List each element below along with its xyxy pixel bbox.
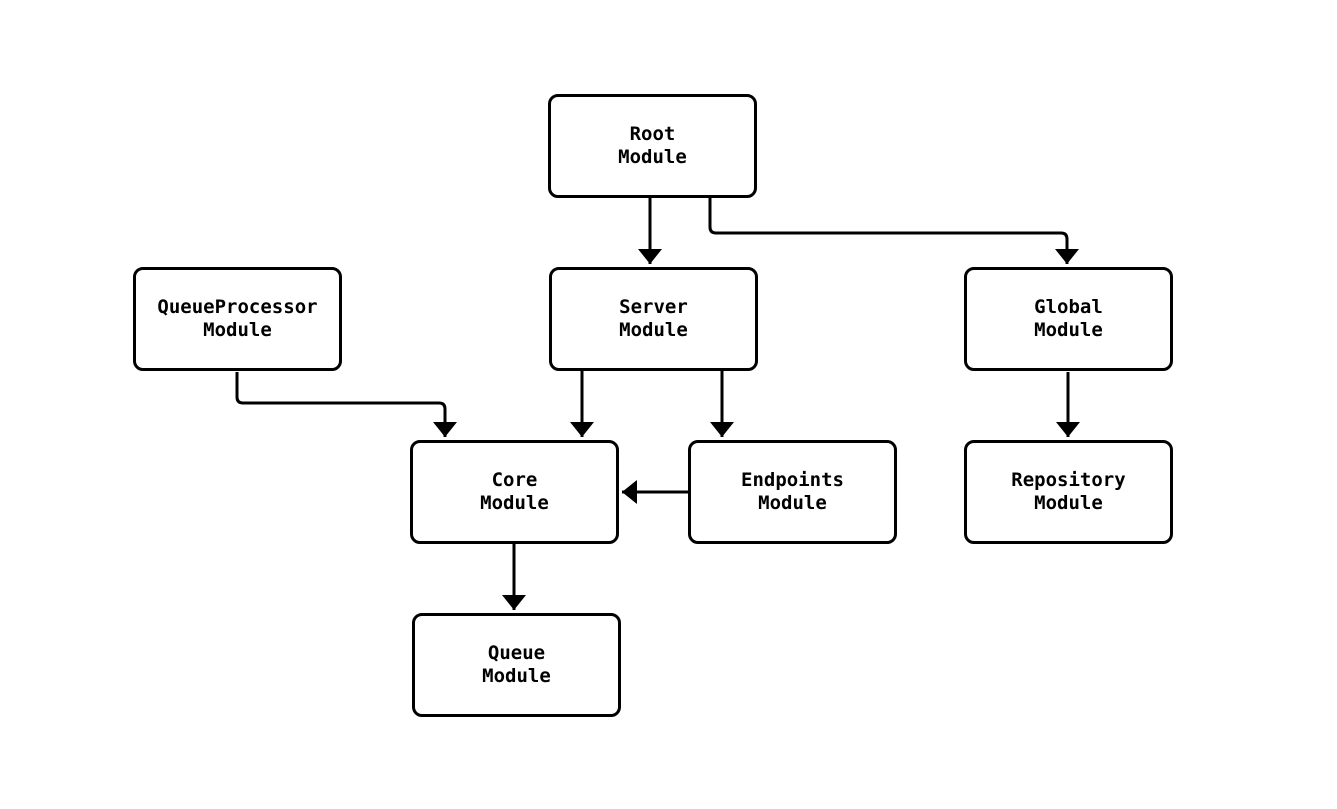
node-server-module: Server Module bbox=[549, 267, 758, 371]
node-label-line: Root bbox=[629, 123, 676, 145]
node-label-line: Module bbox=[1034, 319, 1103, 341]
node-label-line: Server bbox=[619, 296, 688, 318]
node-label-line: Module bbox=[1034, 492, 1103, 514]
node-label-line: Module bbox=[618, 146, 687, 168]
node-label-line: Core bbox=[491, 469, 538, 491]
node-core-module: Core Module bbox=[410, 440, 619, 544]
edge-queueprocessor-core bbox=[235, 372, 457, 437]
node-label-line: Module bbox=[619, 319, 688, 341]
node-label-line: Module bbox=[480, 492, 549, 514]
node-queueprocessor-module: QueueProcessor Module bbox=[133, 267, 342, 371]
node-label-line: Repository bbox=[1011, 469, 1126, 491]
node-label-line: Module bbox=[482, 665, 551, 687]
node-label-line: Module bbox=[203, 319, 272, 341]
node-label-line: QueueProcessor bbox=[157, 296, 318, 318]
node-repository-module: Repository Module bbox=[964, 440, 1173, 544]
node-label-line: Endpoints bbox=[741, 469, 844, 491]
node-endpoints-module: Endpoints Module bbox=[688, 440, 897, 544]
node-root-module: Root Module bbox=[548, 94, 757, 198]
node-label-line: Global bbox=[1034, 296, 1103, 318]
node-label-line: Queue bbox=[487, 642, 546, 664]
node-label-line: Module bbox=[758, 492, 827, 514]
node-global-module: Global Module bbox=[964, 267, 1173, 371]
node-queue-module: Queue Module bbox=[412, 613, 621, 717]
edge-root-global bbox=[708, 198, 1079, 264]
